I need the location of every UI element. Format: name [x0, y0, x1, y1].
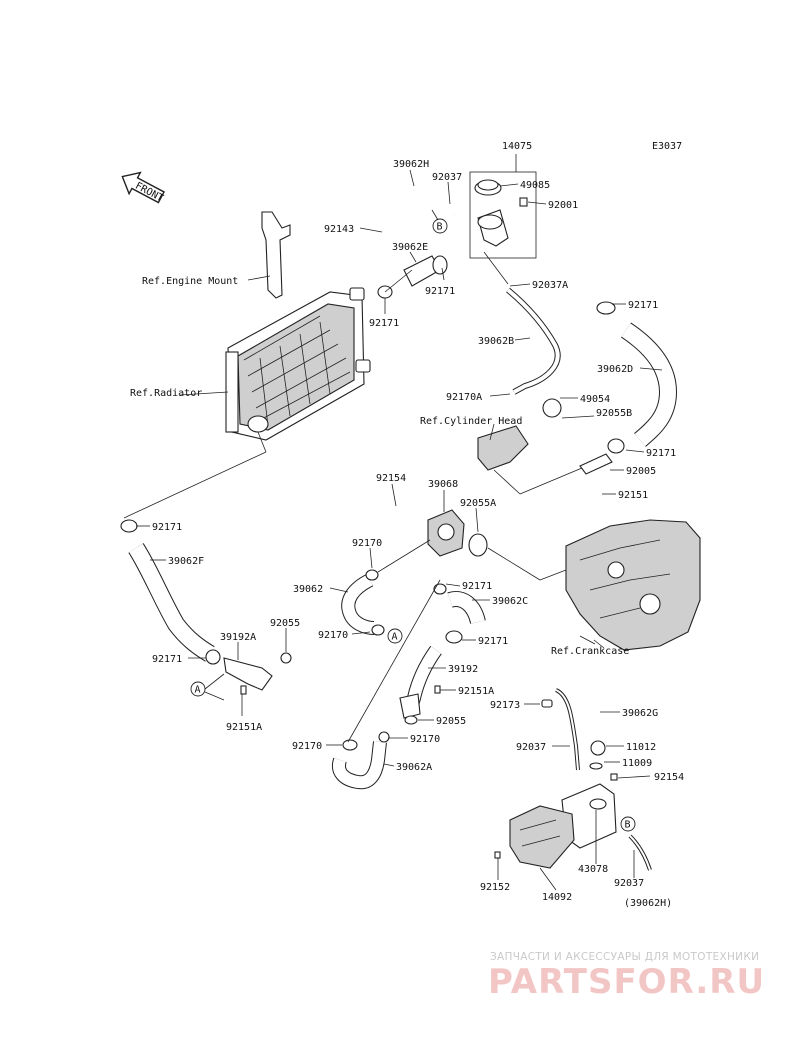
- part-label: 92170A: [446, 392, 482, 403]
- ref-crankcase: Ref.Crankcase: [551, 646, 629, 657]
- part-label: 92171: [425, 286, 455, 297]
- part-label: 39068: [428, 479, 458, 490]
- part-label: 92154: [376, 473, 406, 484]
- watermark-tagline: ЗАПЧАСТИ И АКСЕССУАРЫ ДЛЯ МОТОТЕХНИКИ: [490, 951, 760, 963]
- part-label: 39062F: [168, 556, 204, 567]
- part-label: 49085: [520, 180, 550, 191]
- part-label: 92151: [618, 490, 648, 501]
- hose-39062: [341, 539, 431, 636]
- part-label: 39062H: [393, 159, 429, 170]
- part-label: 39062B: [478, 336, 514, 347]
- svg-text:A: A: [195, 685, 201, 696]
- part-label: 92171: [628, 300, 658, 311]
- thermostat-housing: [469, 171, 537, 259]
- callout-a-center: A: [387, 628, 403, 644]
- part-label: 39192: [448, 664, 478, 675]
- part-label: 92037A: [532, 280, 568, 291]
- part-label: 92170: [352, 538, 382, 549]
- part-label: 92151A: [226, 722, 262, 733]
- part-label: 92143: [324, 224, 354, 235]
- part-label: 39062E: [392, 242, 428, 253]
- callout-b-bottom: B: [620, 816, 636, 832]
- part-label: 92154: [654, 772, 684, 783]
- part-label: 92171: [462, 581, 492, 592]
- reservoir-cover: [494, 805, 575, 869]
- diagram-code: E3037: [652, 141, 682, 152]
- part-label: 92037: [614, 878, 644, 889]
- callout-a-left: A: [190, 673, 225, 701]
- svg-text:B: B: [625, 820, 631, 831]
- pipe-39192a: [223, 652, 292, 695]
- callout-b-top: B: [431, 209, 448, 234]
- hose-39062f: [120, 431, 267, 665]
- part-label: 39062: [293, 584, 323, 595]
- part-label: 92170: [318, 630, 348, 641]
- part-label: 92055: [436, 716, 466, 727]
- part-label: 14075: [502, 141, 532, 152]
- ref-radiator: Ref.Radiator: [130, 388, 202, 399]
- part-label: 92055: [270, 618, 300, 629]
- part-label: 43078: [578, 864, 608, 875]
- part-label: 92152: [480, 882, 510, 893]
- svg-text:A: A: [392, 632, 398, 643]
- watermark-logo: PARTSFOR.RU: [488, 962, 766, 1002]
- part-label: 92055A: [460, 498, 496, 509]
- part-label: 11009: [622, 758, 652, 769]
- part-label: 39062G: [622, 708, 658, 719]
- front-arrow-icon: FRONT: [121, 171, 165, 204]
- svg-text:B: B: [437, 222, 443, 233]
- leader-lines: [136, 154, 663, 891]
- part-label: 92173: [490, 700, 520, 711]
- hose-39062d: [596, 301, 678, 454]
- crankcase: [487, 519, 701, 651]
- radiator: [225, 287, 371, 441]
- part-label: 92037: [516, 742, 546, 753]
- part-label: 14092: [542, 892, 572, 903]
- pipe-39192: [399, 645, 442, 725]
- part-label: 92170: [410, 734, 440, 745]
- part-label: 92005: [626, 466, 656, 477]
- ref-engine-mount: Ref.Engine Mount: [142, 276, 238, 287]
- part-label: 92171: [369, 318, 399, 329]
- part-label: 92170: [292, 741, 322, 752]
- cylinder-head-pipe: [477, 398, 613, 495]
- part-label: (39062H): [624, 898, 672, 909]
- part-label: 92171: [646, 448, 676, 459]
- hose-39062c: [433, 583, 486, 644]
- part-label: 92171: [478, 636, 508, 647]
- part-label: 92151A: [458, 686, 494, 697]
- part-label: 49054: [580, 394, 610, 405]
- hose-39062a: [332, 579, 441, 790]
- part-label: 11012: [626, 742, 656, 753]
- ref-cylinder-head: Ref.Cylinder Head: [420, 416, 522, 427]
- hose-39062b: [506, 287, 561, 395]
- water-pump-cover: [427, 509, 488, 557]
- part-label: 92037: [432, 172, 462, 183]
- reservoir-tank: [541, 688, 652, 871]
- part-label: 92055B: [596, 408, 632, 419]
- part-label: 39062D: [597, 364, 633, 375]
- part-label: 39062C: [492, 596, 528, 607]
- part-label: 39062A: [396, 762, 432, 773]
- part-labels: 14075 39062H 92037 49085 92001 92143 390…: [152, 141, 684, 909]
- engine-mount-bracket: [247, 211, 291, 299]
- part-label: 92171: [152, 654, 182, 665]
- part-label: 39192A: [220, 632, 256, 643]
- part-label: 92171: [152, 522, 182, 533]
- part-label: 92001: [548, 200, 578, 211]
